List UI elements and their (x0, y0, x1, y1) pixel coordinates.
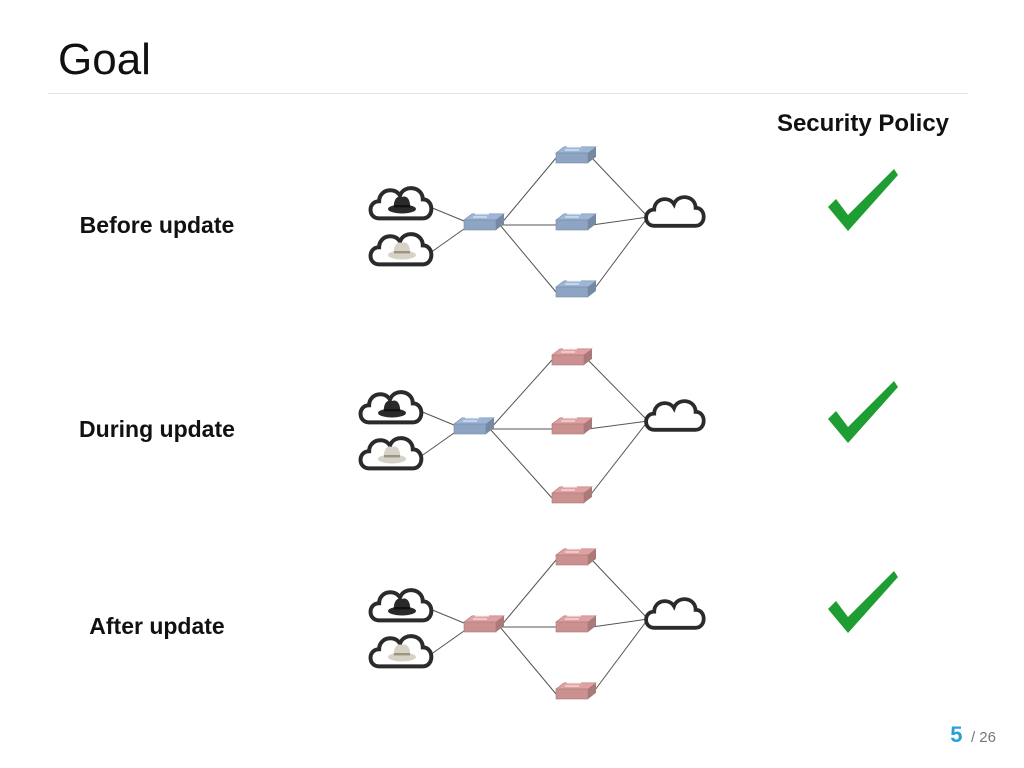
black-hat-icon (388, 196, 416, 214)
white-hat-icon (388, 242, 416, 260)
link-line (429, 630, 465, 656)
white-hat-icon (388, 644, 416, 662)
switch-icon (555, 213, 597, 231)
switch-icon (551, 417, 593, 435)
switch-icon (551, 486, 593, 504)
link-line (591, 618, 649, 695)
security-policy-header: Security Policy (776, 110, 950, 137)
link-line (499, 559, 557, 628)
link-line (429, 228, 465, 254)
switch-icon (555, 548, 597, 566)
link-line (419, 432, 455, 458)
link-line (499, 626, 557, 695)
switch-icon (555, 615, 597, 633)
link-line (489, 359, 553, 430)
link-line (591, 216, 649, 293)
checkmark-icon (828, 169, 898, 231)
switch-icon (555, 146, 597, 164)
row-label-after: After update (89, 613, 225, 639)
link-line (499, 224, 557, 293)
checkmark-icon (828, 381, 898, 443)
page-indicator: 5 / 26 (950, 722, 996, 748)
switch-icon (463, 615, 505, 633)
checkmark-icon (828, 571, 898, 633)
page-total: / 26 (970, 729, 996, 746)
switch-icon (551, 348, 593, 366)
link-line (429, 608, 465, 624)
page-number: 5 (950, 722, 963, 747)
link-line (419, 410, 455, 426)
link-line (499, 157, 557, 226)
link-line (591, 618, 649, 628)
switch-icon (555, 280, 597, 298)
link-line (591, 559, 649, 620)
cloud-icon (644, 195, 706, 228)
cloud-icon (644, 399, 706, 432)
switch-icon (555, 682, 597, 700)
link-line (587, 420, 649, 430)
cloud-icon (644, 597, 706, 630)
switch-icon (463, 213, 505, 231)
link-line (591, 157, 649, 218)
link-line (587, 420, 649, 499)
row-label-before: Before update (79, 212, 235, 238)
link-line (591, 216, 649, 226)
link-line (489, 428, 553, 499)
slide-title: Goal (58, 35, 151, 84)
black-hat-icon (388, 598, 416, 616)
black-hat-icon (378, 400, 406, 418)
row-label-during: During update (79, 416, 235, 442)
link-line (429, 206, 465, 222)
link-line (587, 359, 649, 422)
switch-icon (453, 417, 495, 435)
white-hat-icon (378, 446, 406, 464)
title-divider (48, 93, 968, 94)
